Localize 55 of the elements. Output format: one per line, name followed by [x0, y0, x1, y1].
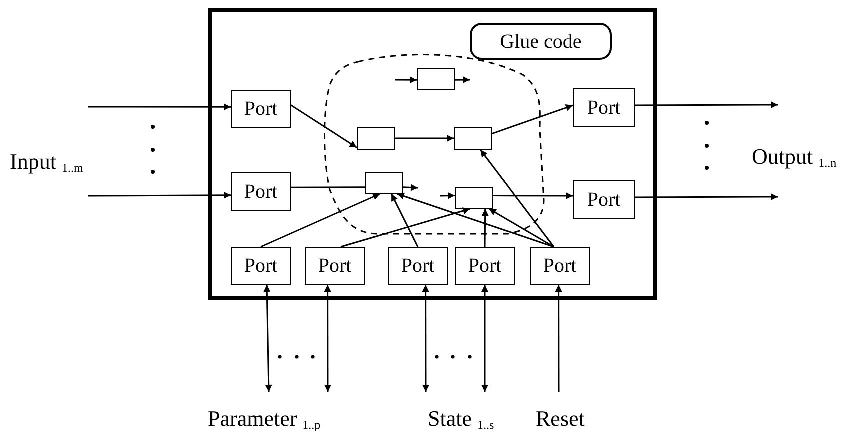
arrow	[402, 184, 418, 192]
signal-label: State $_{1..s}$	[428, 405, 494, 434]
port-box	[573, 88, 635, 127]
arrow	[390, 194, 419, 248]
arrow	[395, 135, 454, 142]
arrow	[324, 285, 332, 392]
port-label: Port	[543, 256, 577, 276]
arrow	[635, 194, 778, 201]
signal-label: Reset	[536, 405, 585, 433]
arrow	[264, 284, 272, 392]
port-box	[231, 90, 291, 128]
small-block	[455, 187, 493, 209]
signal-label: Output $_{1..n}$	[752, 143, 837, 172]
arrow	[482, 285, 488, 392]
port-label: Port	[468, 256, 502, 276]
port-box	[231, 247, 291, 285]
arrow	[422, 285, 430, 392]
port-label: Port	[244, 99, 278, 119]
small-block	[454, 127, 492, 150]
signal-label: Parameter $_{1..p}$	[208, 405, 321, 434]
arrow	[493, 192, 573, 200]
port-label: Port	[244, 256, 278, 276]
component-frame	[208, 8, 657, 300]
rounded-label-box	[470, 23, 612, 60]
port-label: Port	[318, 256, 352, 276]
arrow	[635, 102, 778, 109]
arrow	[455, 76, 470, 84]
signal-label: Input $_{1..m}$	[10, 148, 84, 177]
arrow	[482, 209, 489, 247]
arrow	[395, 76, 417, 84]
port-box	[530, 247, 590, 285]
small-block	[357, 127, 395, 150]
port-box	[305, 247, 365, 285]
arrow	[260, 193, 380, 248]
arrow	[88, 104, 231, 111]
port-box	[231, 172, 291, 211]
port-label: Port	[244, 182, 278, 202]
arrow	[555, 285, 562, 392]
arrow	[488, 208, 554, 248]
arrow	[88, 192, 231, 199]
port-box	[455, 247, 515, 285]
port-label: Port	[587, 98, 621, 118]
small-block	[417, 68, 455, 90]
arrow	[440, 192, 456, 200]
small-block	[365, 172, 403, 194]
arrow	[397, 192, 554, 248]
port-label: Port	[587, 190, 621, 210]
region-title: Glue code	[500, 32, 582, 52]
arrow	[480, 150, 555, 248]
arrow	[340, 208, 470, 248]
port-label: Port	[401, 256, 435, 276]
port-box	[388, 247, 448, 285]
arrow	[492, 104, 574, 135]
arrow	[290, 104, 358, 148]
port-box	[573, 180, 635, 219]
